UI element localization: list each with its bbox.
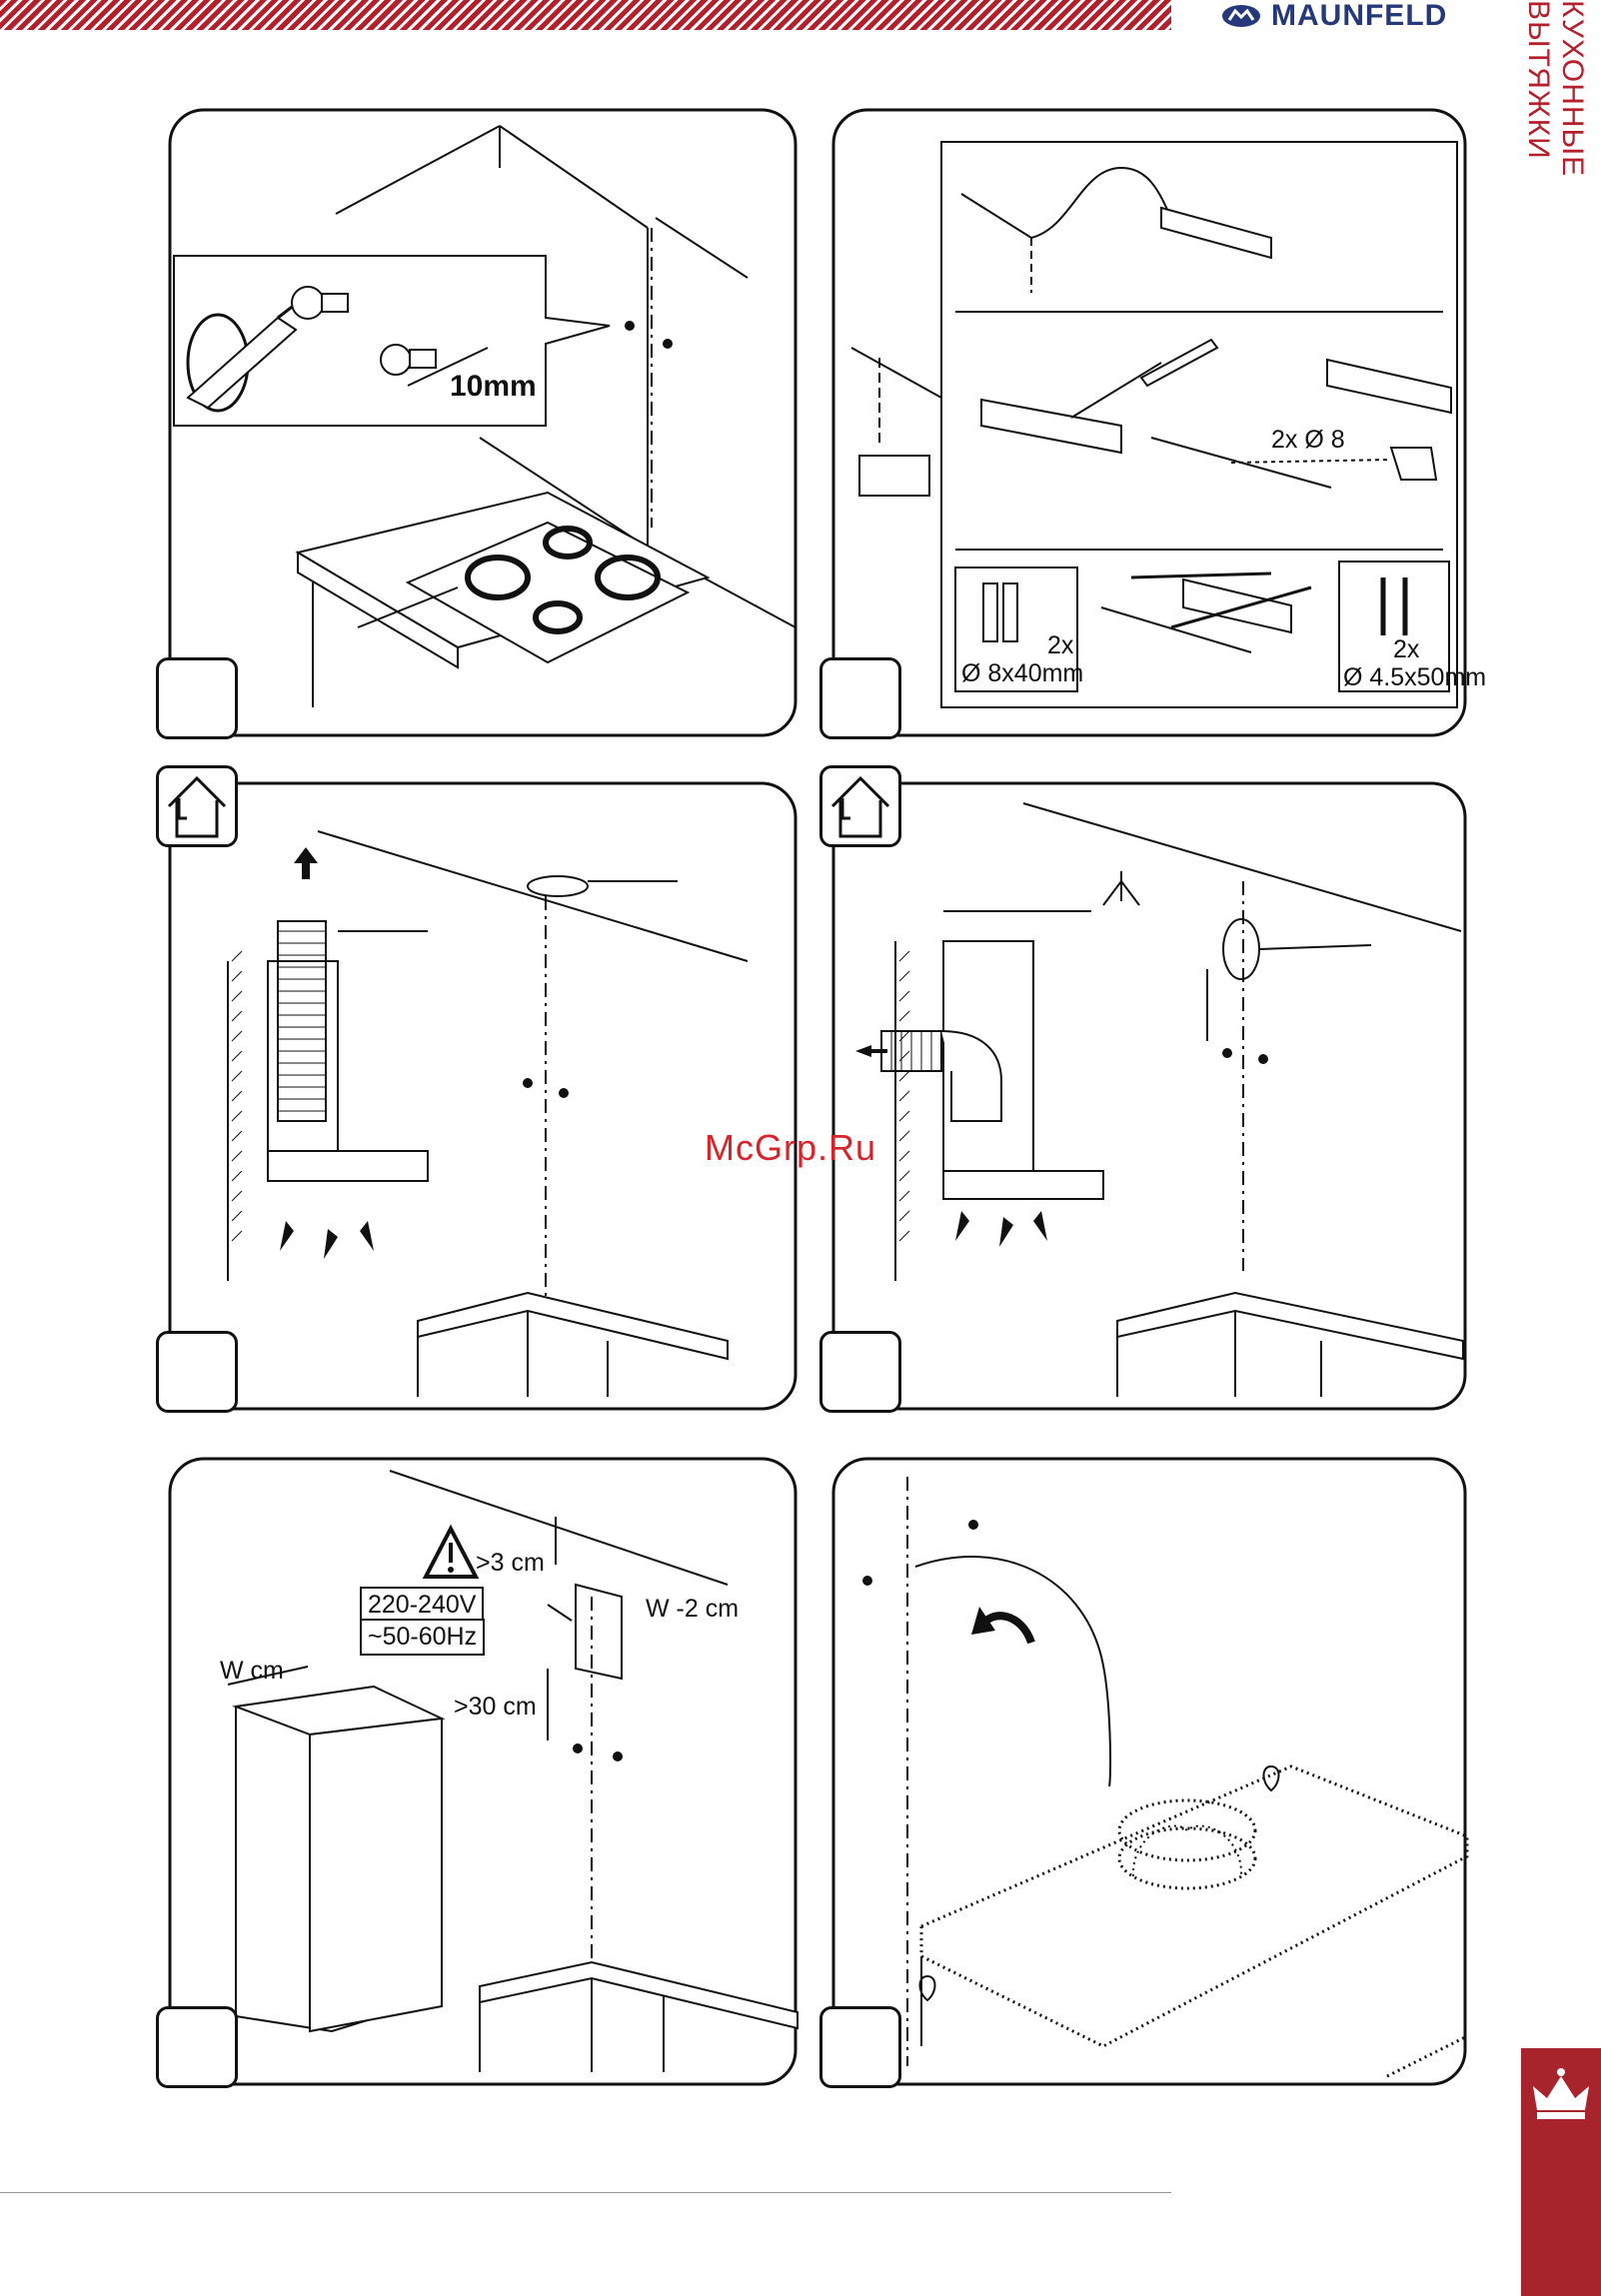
watermark: McGrp.Ru xyxy=(705,1127,876,1169)
step-panel-2: 2x Ø 8 2x Ø 8x40mm 2x Ø 4.5x50mm xyxy=(831,108,1467,737)
width-minus-label: W -2 cm xyxy=(646,1595,739,1624)
venting-icon-box-4 xyxy=(819,765,901,847)
dowel-count-label: 2x xyxy=(1047,631,1073,660)
chimney-width-label: W cm xyxy=(220,1657,284,1686)
step-panel-1: 10mm xyxy=(168,108,798,737)
header-stripe xyxy=(0,0,1171,30)
step-panel-5: >3 cm 220-240V ~50-60Hz W -2 cm >30 cm W… xyxy=(168,1457,798,2086)
panel-2-illustration xyxy=(831,108,1467,737)
screw-count-label: 2x xyxy=(1393,635,1419,664)
panel-3-illustration xyxy=(168,781,798,1411)
crown-icon xyxy=(1527,2062,1595,2130)
step-number-box-3 xyxy=(156,1331,238,1413)
maunfeld-logo-icon xyxy=(1221,4,1261,28)
venting-icon-box-3 xyxy=(156,765,238,847)
footer-rule xyxy=(0,2192,1171,2193)
step-number-box-6 xyxy=(819,2006,901,2088)
brand-name: MAUNFELD xyxy=(1271,0,1447,33)
step-number-box-1 xyxy=(156,657,238,739)
panel-4-illustration xyxy=(831,781,1467,1411)
drill-label: 2x Ø 8 xyxy=(1271,426,1345,455)
panel-6-illustration xyxy=(831,1457,1467,2086)
frequency-label: ~50-60Hz xyxy=(360,1619,485,1656)
step-panel-3 xyxy=(168,781,798,1411)
dowel-size-label: Ø 8x40mm xyxy=(961,659,1083,688)
step-number-box-4 xyxy=(819,1331,901,1413)
section-title-text: КУХОННЫЕ ВЫТЯЖКИ xyxy=(1521,0,1589,320)
step-panel-4 xyxy=(831,781,1467,1411)
screw-size-label: Ø 4.5x50mm xyxy=(1343,663,1486,692)
house-vent-icon xyxy=(159,768,235,844)
top-clearance-label: >3 cm xyxy=(476,1549,545,1578)
brand: MAUNFELD xyxy=(1221,0,1447,32)
bottom-clearance-label: >30 cm xyxy=(454,1693,537,1722)
section-title: КУХОННЫЕ ВЫТЯЖКИ xyxy=(1535,0,1575,320)
side-tab xyxy=(1521,2048,1601,2296)
screw-depth-label: 10mm xyxy=(450,370,537,404)
step-number-box-5 xyxy=(156,2006,238,2088)
house-vent-icon xyxy=(822,768,898,844)
panel-1-illustration xyxy=(168,108,798,737)
step-panel-6 xyxy=(831,1457,1467,2086)
step-number-box-2 xyxy=(819,657,901,739)
